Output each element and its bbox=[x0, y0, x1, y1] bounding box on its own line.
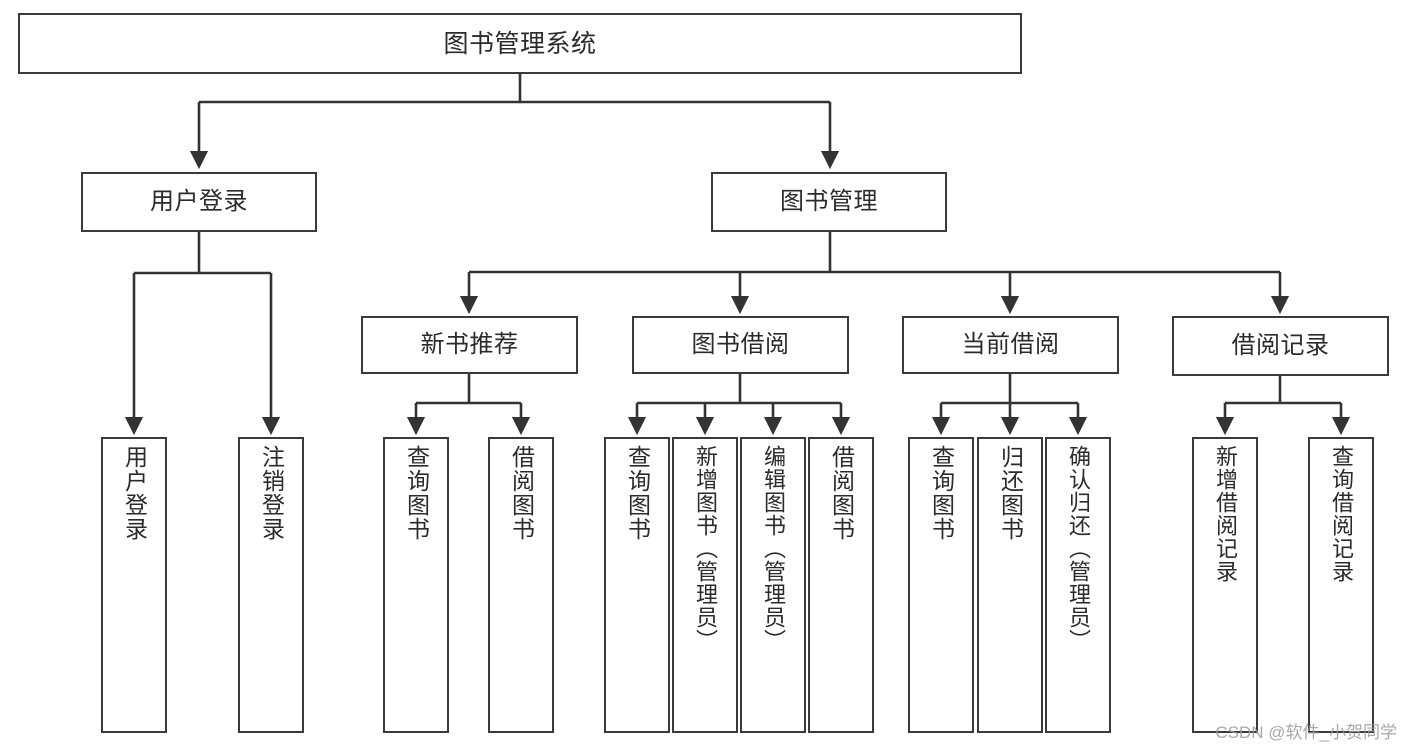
node-leaf-add-book-label: 新增图书（管理员） bbox=[693, 445, 718, 652]
node-leaf-borrow-book-2-label: 借阅图书 bbox=[828, 445, 855, 541]
node-leaf-query-book-2-label: 查询图书 bbox=[624, 445, 651, 541]
node-leaf-logout-login[interactable]: 注销登录 bbox=[238, 437, 304, 733]
node-root[interactable]: 图书管理系统 bbox=[18, 13, 1022, 74]
node-leaf-add-record[interactable]: 新增借阅记录 bbox=[1192, 437, 1258, 733]
node-book-management[interactable]: 图书管理 bbox=[711, 172, 947, 232]
node-leaf-edit-book[interactable]: 编辑图书（管理员） bbox=[740, 437, 806, 733]
node-book-borrow[interactable]: 图书借阅 bbox=[632, 316, 849, 374]
node-new-book-recommend-label: 新书推荐 bbox=[420, 330, 519, 358]
node-leaf-borrow-book-1[interactable]: 借阅图书 bbox=[488, 437, 554, 733]
node-borrow-record-label: 借阅记录 bbox=[1231, 331, 1330, 359]
node-leaf-query-book-2[interactable]: 查询图书 bbox=[604, 437, 670, 733]
node-leaf-query-record-label: 查询借阅记录 bbox=[1329, 445, 1354, 583]
node-leaf-query-book-1[interactable]: 查询图书 bbox=[383, 437, 449, 733]
node-leaf-edit-book-label: 编辑图书（管理员） bbox=[761, 445, 786, 652]
node-leaf-borrow-book-2[interactable]: 借阅图书 bbox=[808, 437, 874, 733]
csdn-watermark: CSDN @软件_小贺同学 bbox=[1215, 723, 1397, 742]
node-leaf-query-book-3[interactable]: 查询图书 bbox=[908, 437, 974, 733]
node-leaf-add-book[interactable]: 新增图书（管理员） bbox=[672, 437, 738, 733]
node-leaf-query-book-3-label: 查询图书 bbox=[928, 445, 955, 541]
node-leaf-query-book-1-label: 查询图书 bbox=[403, 445, 430, 541]
node-user-login[interactable]: 用户登录 bbox=[81, 172, 317, 232]
node-leaf-confirm-return-label: 确认归还（管理员） bbox=[1066, 445, 1091, 652]
node-leaf-borrow-book-1-label: 借阅图书 bbox=[508, 445, 535, 541]
node-new-book-recommend[interactable]: 新书推荐 bbox=[361, 316, 578, 374]
node-leaf-user-login[interactable]: 用户登录 bbox=[101, 437, 167, 733]
node-root-label: 图书管理系统 bbox=[443, 29, 597, 58]
node-leaf-add-record-label: 新增借阅记录 bbox=[1213, 445, 1238, 583]
node-borrow-record[interactable]: 借阅记录 bbox=[1172, 316, 1389, 376]
node-book-borrow-label: 图书借阅 bbox=[691, 330, 790, 358]
node-current-borrow-label: 当前借阅 bbox=[961, 330, 1060, 358]
node-current-borrow[interactable]: 当前借阅 bbox=[902, 316, 1119, 374]
node-leaf-confirm-return[interactable]: 确认归还（管理员） bbox=[1045, 437, 1111, 733]
node-leaf-query-record[interactable]: 查询借阅记录 bbox=[1308, 437, 1374, 733]
node-leaf-return-book-label: 归还图书 bbox=[997, 445, 1024, 541]
node-leaf-logout-login-label: 注销登录 bbox=[258, 445, 285, 541]
node-book-management-label: 图书管理 bbox=[780, 187, 878, 215]
node-user-login-label: 用户登录 bbox=[150, 187, 248, 215]
node-leaf-user-login-label: 用户登录 bbox=[121, 445, 148, 541]
node-leaf-return-book[interactable]: 归还图书 bbox=[977, 437, 1043, 733]
